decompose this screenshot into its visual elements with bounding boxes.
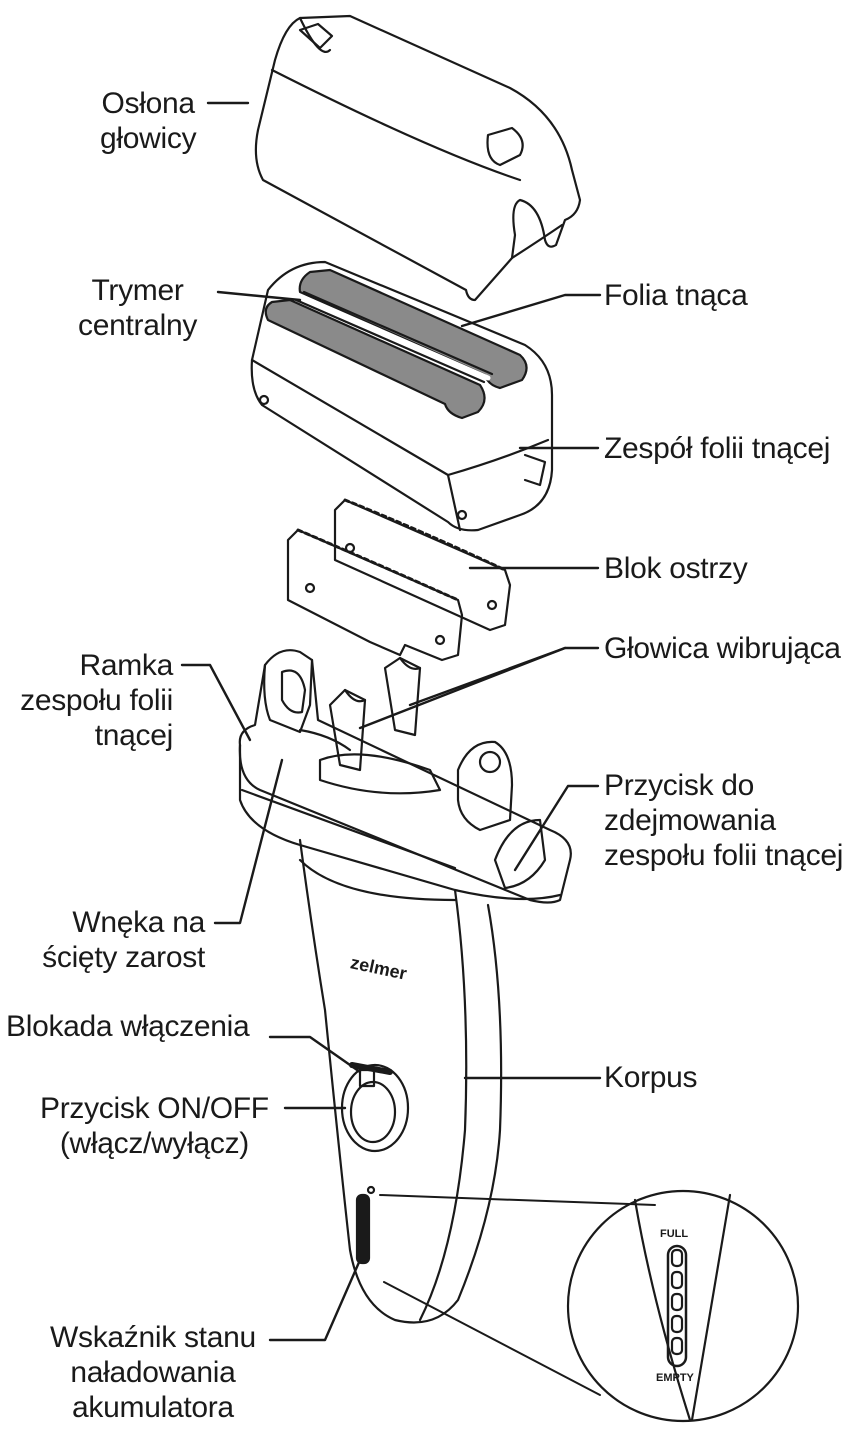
leader-ramka [182,665,250,740]
label-line: Przycisk do [604,768,843,803]
foil-frame-part [240,650,571,902]
label-line: (włącz/wyłącz) [40,1126,269,1161]
label-line: tnącej [20,718,173,753]
label-line: zespołu folii [20,683,173,718]
battery-magnifier-part [380,1191,798,1421]
label-przycisk-onoff: Przycisk ON/OFF (włącz/wyłącz) [40,1091,269,1161]
leader-wneka [215,760,282,923]
label-blokada: Blokada włączenia [6,1009,249,1044]
label-zespol-folii: Zespół folii tnącej [604,431,830,466]
label-line: Trymer [78,273,197,308]
foil-unit-part [252,262,552,530]
leader-przycisk-zdej [515,786,598,870]
label-line: Przycisk ON/OFF [40,1091,269,1126]
label-line: naładowania [50,1355,256,1390]
label-ramka: Ramka zespołu folii tnącej [20,648,173,753]
leader-glowica-2 [360,648,565,728]
label-line: ścięty zarost [42,940,205,975]
label-folia-tnaca: Folia tnąca [604,278,747,313]
shaver-body-part [300,840,501,1323]
full-text: FULL [660,1228,688,1240]
head-cover-part [256,16,580,300]
label-trymer-centralny: Trymer centralny [78,273,197,343]
label-line: Ramka [20,648,173,683]
label-line: Osłona [100,86,196,121]
label-line: Wskaźnik stanu [50,1320,256,1355]
label-line: Wnęka na [42,905,205,940]
label-oslona-glowicy: Osłona głowicy [100,86,196,156]
empty-text: EMPTY [656,1372,694,1384]
label-line: zdejmowania [604,803,843,838]
label-line: centralny [78,308,197,343]
leader-wskaznik [270,1260,360,1340]
label-line: zespołu folii tnącej [604,838,843,873]
label-wneka: Wnęka na ścięty zarost [42,905,205,975]
label-korpus: Korpus [604,1060,697,1095]
label-blok-ostrzy: Blok ostrzy [604,551,747,586]
label-wskaznik: Wskaźnik stanu naładowania akumulatora [50,1320,256,1425]
blade-block-part [288,500,510,660]
label-line: akumulatora [50,1390,256,1425]
label-przycisk-zdejmowania: Przycisk do zdejmowania zespołu folii tn… [604,768,843,873]
label-line: głowicy [100,121,196,156]
leader-folia [462,295,600,326]
leader-trymer [218,292,300,300]
leader-blokada [270,1037,360,1072]
label-glowica-wibrujaca: Głowica wibrująca [604,631,841,666]
